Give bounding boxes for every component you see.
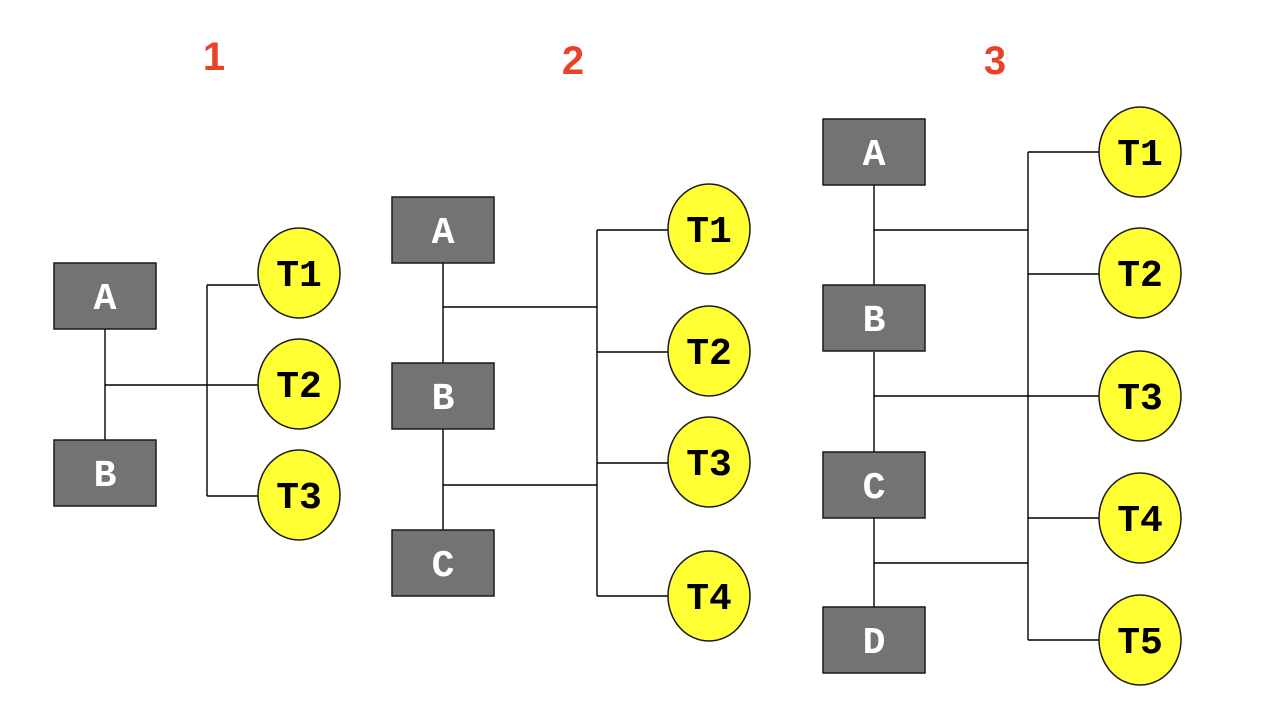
circle-label: T3 — [686, 444, 732, 487]
box-node: B — [822, 284, 926, 352]
circle-label: T3 — [1117, 378, 1163, 421]
box-label: D — [863, 622, 886, 665]
circle-label: T1 — [686, 211, 732, 254]
circle-node: T3 — [667, 416, 751, 508]
box-node: A — [53, 262, 157, 330]
connectors — [442, 229, 669, 597]
circle-node: T3 — [257, 449, 341, 541]
circle-node: T1 — [1098, 106, 1182, 198]
circle-label: T2 — [276, 366, 322, 409]
connectors — [873, 151, 1100, 641]
box-label: A — [94, 278, 117, 321]
box-node: D — [822, 606, 926, 674]
circle-node: T1 — [667, 183, 751, 275]
circle-label: T2 — [686, 333, 732, 376]
circle-node: T4 — [1098, 472, 1182, 564]
diagram-number: 2 — [562, 39, 584, 83]
box-label: B — [94, 455, 117, 498]
connectors — [104, 284, 258, 497]
circle-label: T2 — [1117, 255, 1163, 298]
circle-node: T2 — [1098, 227, 1182, 319]
diagram-number: 1 — [203, 35, 225, 79]
box-label: B — [432, 378, 455, 421]
circle-node: T4 — [667, 550, 751, 642]
circle-label: T3 — [276, 477, 322, 520]
box-node: A — [822, 118, 926, 186]
diagram-1: 1 A B T1 T2 T3 — [53, 35, 341, 541]
circle-node: T5 — [1098, 594, 1182, 686]
circle-label: T5 — [1117, 622, 1163, 665]
circle-label: T4 — [1117, 500, 1163, 543]
box-label: A — [432, 212, 455, 255]
box-label: C — [432, 545, 455, 588]
circle-node: T2 — [257, 338, 341, 430]
circle-node: T1 — [257, 227, 341, 319]
box-node: C — [822, 451, 926, 519]
circle-node: T2 — [667, 305, 751, 397]
box-label: A — [863, 134, 886, 177]
circle-label: T1 — [1117, 134, 1163, 177]
box-label: C — [863, 467, 886, 510]
diagram-number: 3 — [984, 39, 1006, 83]
box-node: C — [391, 529, 495, 597]
circle-node: T3 — [1098, 350, 1182, 442]
circle-label: T4 — [686, 578, 732, 621]
box-label: B — [863, 300, 886, 343]
box-node: B — [391, 362, 495, 430]
diagram-3: 3 A B C D — [822, 39, 1182, 686]
diagram-2: 2 A B C T1 — [391, 39, 751, 642]
box-node: A — [391, 196, 495, 264]
circle-label: T1 — [276, 255, 322, 298]
box-node: B — [53, 439, 157, 507]
